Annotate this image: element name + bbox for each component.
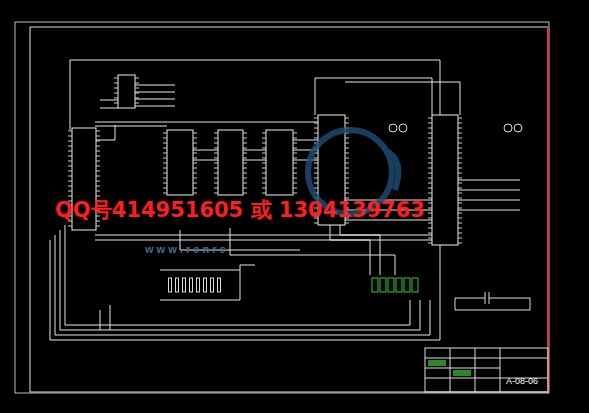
wire [243,160,266,161]
wire [95,122,320,123]
wire [230,228,395,275]
wire [95,126,167,127]
lamp-symbols [389,124,522,132]
frame-edge [547,27,549,392]
wire [100,310,101,330]
sheet-border [15,22,549,393]
wire [315,78,432,115]
wires [50,60,520,340]
resistor-symbol [190,278,193,292]
wire [160,270,240,271]
terminal [380,278,386,292]
watermark-url: w w w . r e n r e [145,243,226,255]
wire [315,78,316,115]
wire [193,160,218,161]
wire [95,240,370,275]
resistor-row [169,278,221,292]
wire [330,225,440,240]
terminal [404,278,410,292]
terminal [396,278,402,292]
ic-chip [214,130,247,195]
capacitor-network [455,292,530,310]
ic-chip [262,130,297,195]
resistor-symbol [218,278,221,292]
resistor-symbol [211,278,214,292]
wire [100,100,118,101]
wire [193,150,218,151]
wire [458,180,520,181]
wire [60,230,420,330]
ic-chip [163,130,197,195]
ic-chip [114,75,139,108]
drawing-number: A-08-06 [506,376,538,386]
resistor-symbol [204,278,207,292]
ic-chip [428,115,462,245]
wire [95,125,115,140]
wire [160,265,255,300]
resistor-symbol [169,278,172,292]
wire [293,140,318,141]
terminal [412,278,418,292]
wire [110,305,111,330]
wire [458,190,520,191]
wire [458,200,520,201]
wire [135,85,175,86]
wire [345,82,460,115]
drawing-number-cell: A-08-06 [502,374,542,388]
wire [135,99,175,100]
wire [340,225,432,235]
wire [243,150,266,151]
wire [100,108,118,109]
wire [458,210,520,211]
resistor-symbol [176,278,179,292]
terminal [388,278,394,292]
wire [70,60,440,115]
wire [70,60,71,130]
wire [135,92,175,93]
connector-block [372,278,418,292]
resistor-symbol [183,278,186,292]
watermark-contact: QQ号414951605 或 1304139763 [55,196,425,224]
wire [293,160,318,161]
title-block [425,348,548,392]
wire [135,106,175,107]
resistor-symbol [197,278,200,292]
drawing-frame [30,27,548,392]
terminal [372,278,378,292]
wire [65,225,410,325]
